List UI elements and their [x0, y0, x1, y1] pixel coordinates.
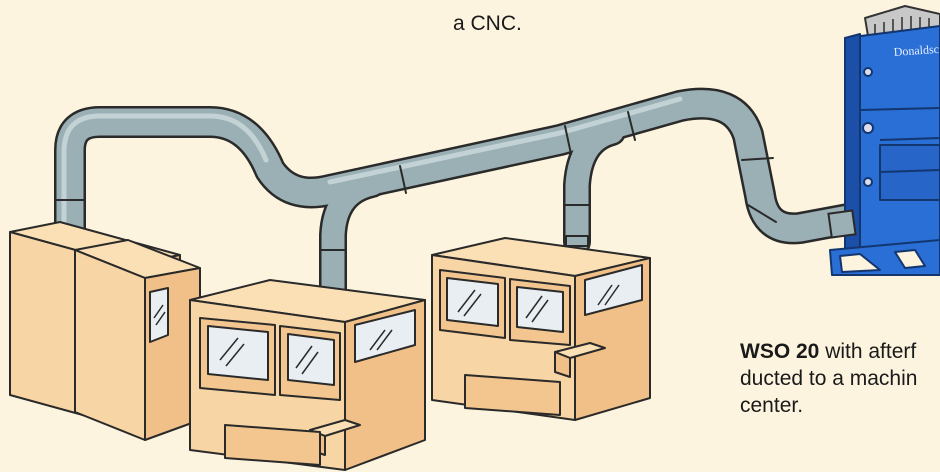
right-branch-duct	[565, 120, 624, 254]
collector-brand-label: Donaldsc	[893, 42, 939, 59]
wso20-caption-line1: WSO 20 with afterf	[740, 338, 917, 365]
wso20-caption-line2: ducted to a machin	[740, 367, 918, 390]
ductwork-icon	[54, 87, 886, 309]
collector-inlet-icon	[827, 209, 857, 239]
left-branch-duct	[321, 172, 384, 307]
cnc-machine-right-icon	[431, 237, 651, 421]
main-duct-highlight	[61, 96, 683, 235]
wso20-caption: WSO 20 with afterf ducted to a machin ce…	[740, 338, 917, 419]
wso20-model-name: WSO 20	[740, 340, 820, 363]
main-duct	[56, 90, 884, 252]
dust-collector-icon	[829, 5, 940, 276]
cnc-machine-middle-icon	[189, 279, 426, 471]
cnc-machine-left-icon	[9, 221, 201, 441]
top-caption: a CNC.	[453, 12, 522, 35]
wso20-caption-line1-rest: with afterf	[819, 340, 917, 363]
wso20-caption-line3: center.	[740, 394, 804, 417]
